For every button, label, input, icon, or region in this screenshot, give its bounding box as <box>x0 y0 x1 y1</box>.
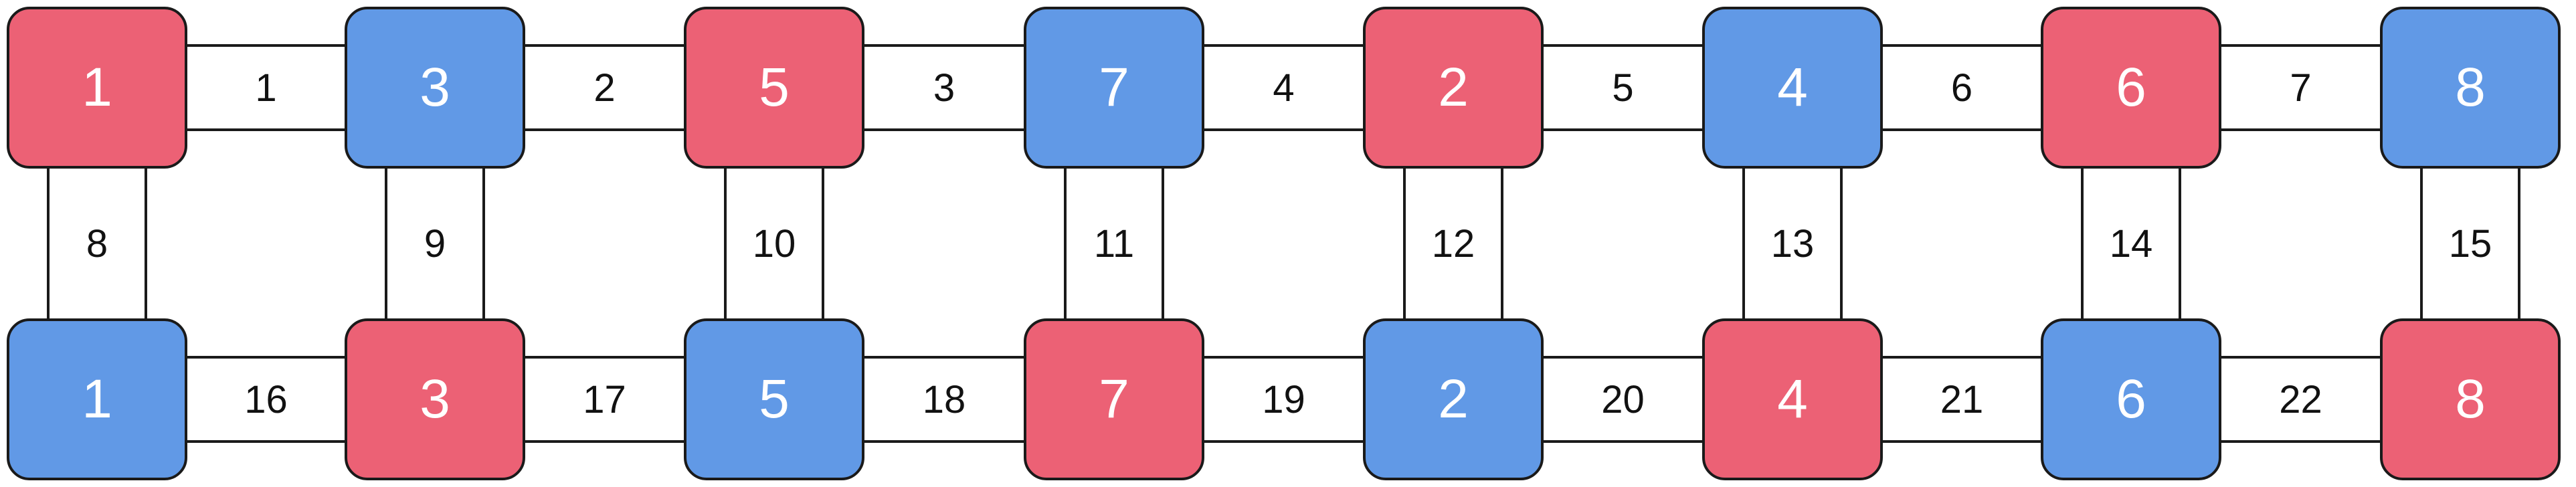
node-top-3: 7 <box>1024 7 1204 169</box>
node-bottom-2: 5 <box>684 318 864 480</box>
link-5: 5 <box>1536 44 1710 131</box>
link-20: 20 <box>1536 356 1710 443</box>
link-9: 9 <box>385 161 485 326</box>
node-bottom-3: 7 <box>1024 318 1204 480</box>
node-top-4: 2 <box>1363 7 1544 169</box>
link-19: 19 <box>1196 356 1371 443</box>
node-bottom-7: 8 <box>2380 318 2561 480</box>
link-6: 6 <box>1875 44 2049 131</box>
link-3: 3 <box>856 44 1032 131</box>
node-top-2: 5 <box>684 7 864 169</box>
node-top-1: 3 <box>345 7 525 169</box>
link-12: 12 <box>1403 161 1503 326</box>
link-22: 22 <box>2213 356 2388 443</box>
node-top-7: 8 <box>2380 7 2561 169</box>
link-18: 18 <box>856 356 1032 443</box>
link-17: 17 <box>517 356 692 443</box>
link-11: 11 <box>1064 161 1164 326</box>
node-bottom-4: 2 <box>1363 318 1544 480</box>
node-bottom-0: 1 <box>7 318 187 480</box>
node-top-0: 1 <box>7 7 187 169</box>
link-15: 15 <box>2420 161 2520 326</box>
node-top-5: 4 <box>1702 7 1883 169</box>
link-7: 7 <box>2213 44 2388 131</box>
link-4: 4 <box>1196 44 1371 131</box>
link-13: 13 <box>1742 161 1843 326</box>
link-2: 2 <box>517 44 692 131</box>
node-bottom-5: 4 <box>1702 318 1883 480</box>
link-21: 21 <box>1875 356 2049 443</box>
link-10: 10 <box>724 161 824 326</box>
node-bottom-6: 6 <box>2041 318 2221 480</box>
link-14: 14 <box>2081 161 2181 326</box>
link-1: 1 <box>179 44 353 131</box>
link-16: 16 <box>179 356 353 443</box>
link-8: 8 <box>47 161 147 326</box>
node-bottom-1: 3 <box>345 318 525 480</box>
node-top-6: 6 <box>2041 7 2221 169</box>
